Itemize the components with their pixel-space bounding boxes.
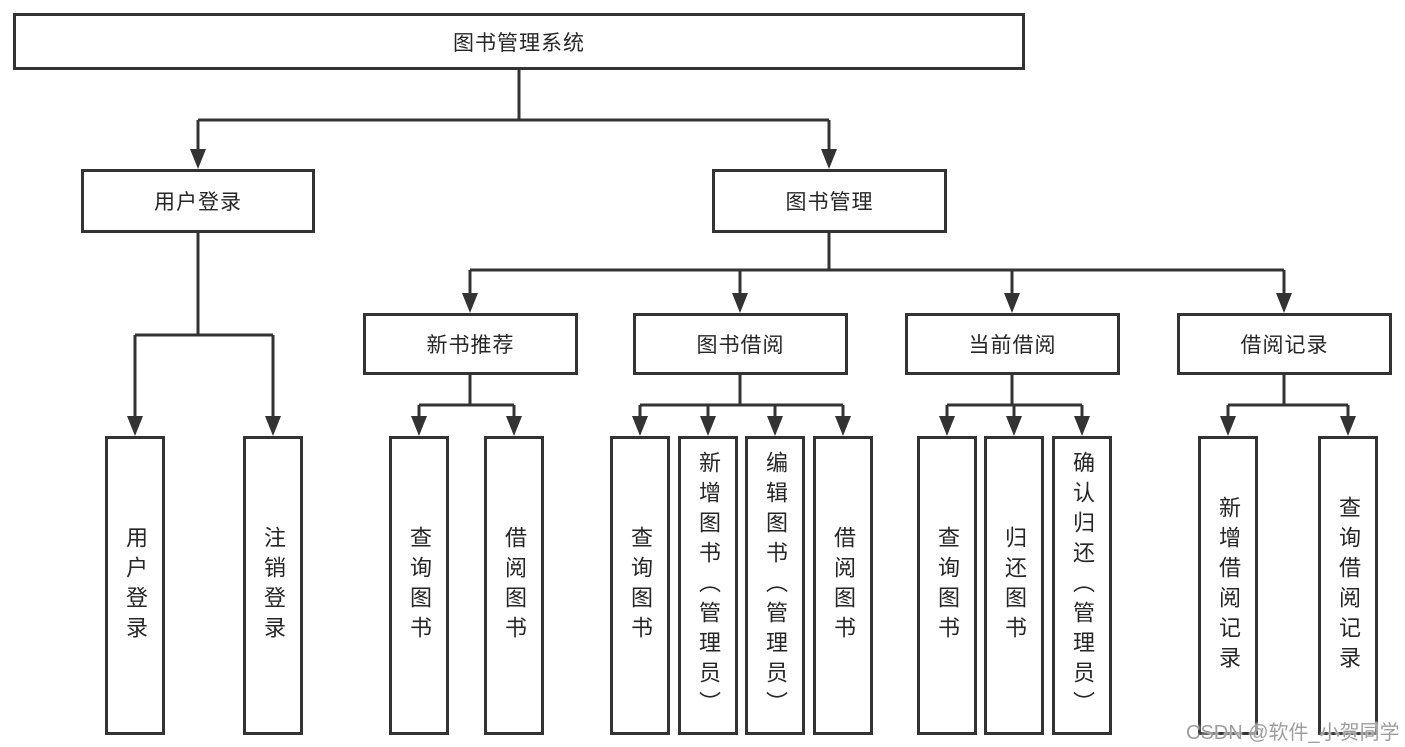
node-borrow-record: 借阅记录 (1177, 313, 1392, 375)
arrow-down-icon (700, 416, 716, 436)
connector-root-to-level2 (190, 70, 837, 169)
arrow-down-icon (190, 149, 206, 169)
leaf-label: 借阅图书 (502, 525, 527, 646)
arrow-down-icon (1340, 416, 1356, 436)
leaf-label: 归还图书 (1002, 525, 1027, 646)
node-label: 图书管理 (785, 191, 874, 214)
leaf-label: 注销登录 (261, 525, 286, 646)
leaf-label: 用户登录 (123, 525, 148, 646)
leaf-label: 编辑图书（管理员） (763, 450, 788, 721)
leaf-label: 查询图书 (407, 525, 432, 646)
connector-new-book-branch (411, 375, 522, 436)
node-root-system: 图书管理系统 (13, 13, 1025, 70)
leaf-bb-borrow-books: 借阅图书 (813, 436, 873, 735)
leaf-label: 新增借阅记录 (1216, 495, 1241, 676)
arrow-down-icon (767, 416, 783, 436)
node-book-borrow: 图书借阅 (633, 313, 848, 375)
arrow-down-icon (632, 416, 648, 436)
arrow-down-icon (265, 416, 281, 436)
leaf-label: 查询图书 (935, 525, 960, 646)
leaf-cb-return-books: 归还图书 (984, 436, 1044, 735)
leaf-label: 查询借阅记录 (1336, 495, 1361, 676)
leaf-logout: 注销登录 (243, 436, 303, 735)
leaf-br-query-record: 查询借阅记录 (1318, 436, 1378, 735)
node-book-management: 图书管理 (712, 169, 947, 233)
connector-user-login-branch (127, 233, 281, 436)
arrow-down-icon (127, 416, 143, 436)
arrow-down-icon (821, 149, 837, 169)
connector-book-borrow-branch (632, 375, 851, 436)
arrow-down-icon (1074, 416, 1090, 436)
leaf-nb-query-books: 查询图书 (389, 436, 449, 735)
leaf-label: 确认归还（管理员） (1070, 450, 1095, 721)
node-label: 借阅记录 (1240, 334, 1329, 357)
node-new-book-recommend: 新书推荐 (363, 313, 578, 375)
leaf-user-login: 用户登录 (105, 436, 165, 735)
connector-borrow-record-branch (1220, 375, 1356, 436)
node-label: 图书管理系统 (453, 31, 585, 55)
arrow-down-icon (939, 416, 955, 436)
node-label: 图书借阅 (696, 334, 785, 357)
leaf-nb-borrow-books: 借阅图书 (484, 436, 544, 735)
arrow-down-icon (1004, 293, 1020, 313)
leaf-label: 新增图书（管理员） (696, 450, 721, 721)
leaf-label: 查询图书 (628, 525, 653, 646)
arrow-down-icon (411, 416, 427, 436)
connector-book-management-branch (462, 233, 1292, 313)
arrow-down-icon (1220, 416, 1236, 436)
leaf-br-add-record: 新增借阅记录 (1198, 436, 1258, 735)
node-label: 用户登录 (154, 191, 242, 214)
leaf-bb-query-books: 查询图书 (610, 436, 670, 735)
arrow-down-icon (1276, 293, 1292, 313)
node-label: 当前借阅 (968, 334, 1057, 357)
node-user-login: 用户登录 (81, 169, 315, 233)
leaf-label: 借阅图书 (831, 525, 856, 646)
connector-current-borrow-branch (939, 375, 1090, 436)
leaf-bb-add-books-admin: 新增图书（管理员） (678, 436, 738, 735)
arrow-down-icon (1006, 416, 1022, 436)
arrow-down-icon (462, 293, 478, 313)
node-label: 新书推荐 (426, 334, 515, 357)
node-current-borrow: 当前借阅 (905, 313, 1120, 375)
watermark: CSDN @软件_小贺同学 (1186, 722, 1400, 744)
arrow-down-icon (835, 416, 851, 436)
leaf-cb-query-books: 查询图书 (917, 436, 977, 735)
leaf-cb-confirm-return-admin: 确认归还（管理员） (1052, 436, 1112, 735)
leaf-bb-edit-books-admin: 编辑图书（管理员） (745, 436, 805, 735)
arrow-down-icon (732, 293, 748, 313)
arrow-down-icon (506, 416, 522, 436)
